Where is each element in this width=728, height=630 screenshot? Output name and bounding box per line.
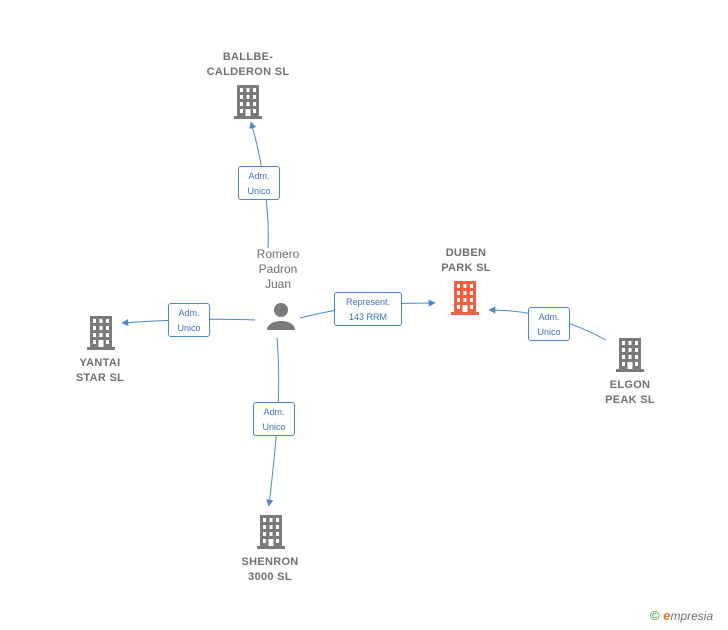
brand-footer[interactable]: © empresia bbox=[650, 608, 713, 623]
company-name-line: DUBEN bbox=[445, 247, 487, 259]
edge-label-line: Adm. bbox=[538, 312, 560, 322]
company-label-yantai[interactable]: YANTAI STAR SL bbox=[60, 356, 140, 386]
brand-initial: e bbox=[663, 608, 671, 623]
edge-label-to-ballbe[interactable]: Adm. Unico bbox=[238, 166, 280, 200]
edge-label-line: 143 RRM bbox=[348, 312, 387, 322]
company-name-line: CALDERON SL bbox=[206, 66, 290, 78]
company-label-duben[interactable]: DUBEN PARK SL bbox=[420, 246, 512, 276]
person-label[interactable]: Romero Padron Juan bbox=[238, 247, 318, 292]
company-label-elgon[interactable]: ELGON PEAK SL bbox=[590, 378, 670, 408]
edge-label-line: Unico bbox=[177, 323, 201, 333]
building-icon[interactable] bbox=[87, 316, 115, 350]
building-icon-focus[interactable] bbox=[451, 281, 479, 315]
copyright-icon: © bbox=[650, 608, 660, 623]
building-icon[interactable] bbox=[616, 338, 644, 372]
building-icon[interactable] bbox=[257, 515, 285, 549]
company-name-line: BALLBE- bbox=[222, 51, 274, 63]
edge-label-line: Unico bbox=[537, 327, 561, 337]
edge-label-to-duben[interactable]: Represent. 143 RRM bbox=[334, 292, 402, 326]
company-name-line: PARK SL bbox=[441, 262, 491, 274]
company-name-line: SHENRON bbox=[241, 556, 299, 568]
company-name-line: PEAK SL bbox=[605, 394, 655, 406]
person-name-line: Romero bbox=[256, 247, 300, 261]
brand-name: mpresia bbox=[670, 609, 714, 623]
company-name-line: STAR SL bbox=[75, 372, 125, 384]
edge-label-line: Adm. bbox=[263, 407, 285, 417]
edge-label-line: Adm. bbox=[248, 171, 270, 181]
edge-label-to-yantai[interactable]: Adm. Unico bbox=[168, 303, 210, 337]
edge-label-line: Represent. bbox=[345, 297, 391, 307]
company-name-line: 3000 SL bbox=[248, 571, 292, 583]
person-name-line: Juan bbox=[264, 277, 292, 291]
building-icon[interactable] bbox=[234, 85, 262, 119]
company-name-line: YANTAI bbox=[79, 357, 121, 369]
company-label-shenron[interactable]: SHENRON 3000 SL bbox=[230, 555, 310, 585]
edge-label-elgon-to-duben[interactable]: Adm. Unico bbox=[528, 307, 570, 341]
edge-label-to-shenron[interactable]: Adm. Unico bbox=[253, 402, 295, 436]
edge-label-line: Unico bbox=[262, 422, 286, 432]
company-name-line: ELGON bbox=[609, 379, 651, 391]
edge-label-line: Adm. bbox=[178, 308, 200, 318]
person-name-line: Padron bbox=[258, 262, 298, 276]
company-label-ballbe[interactable]: BALLBE- CALDERON SL bbox=[196, 50, 300, 80]
edge-label-line: Unico bbox=[247, 186, 271, 196]
person-icon[interactable] bbox=[267, 303, 295, 330]
